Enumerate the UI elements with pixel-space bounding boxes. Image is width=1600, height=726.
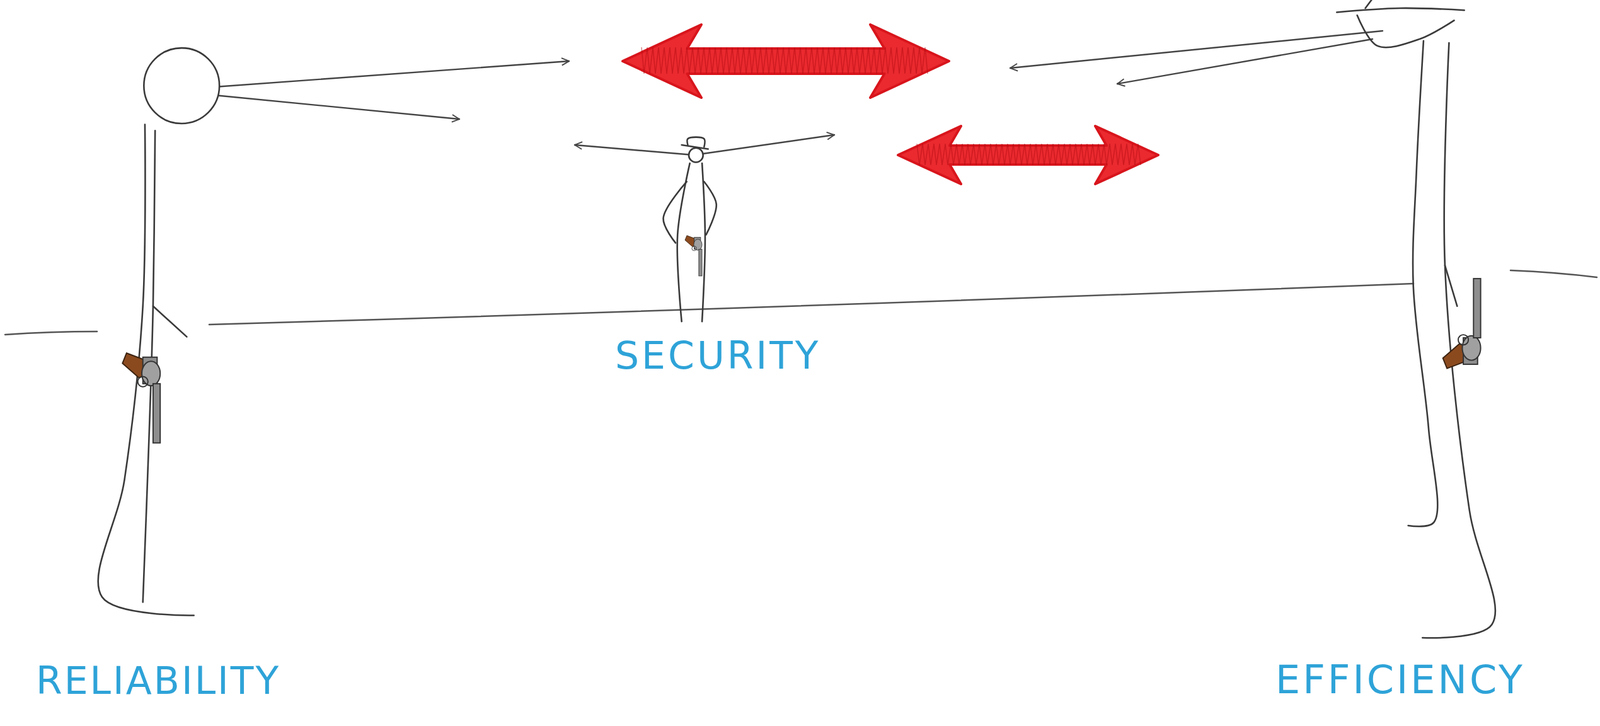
tension-arrow	[622, 24, 950, 98]
figure-stroke	[687, 137, 706, 148]
tension-arrows	[622, 24, 1159, 185]
gaze-arrow	[1010, 30, 1383, 69]
stick-figure	[1260, 0, 1595, 713]
figure-stroke	[663, 181, 687, 243]
gaze-arrow	[214, 61, 570, 87]
figure-label: EFFICIENCY	[1275, 660, 1526, 700]
revolver	[122, 352, 161, 443]
cowboy-figure: EFFICIENCY	[1260, 0, 1595, 713]
figure-stroke	[1444, 265, 1457, 307]
tension-arrow	[897, 126, 1159, 185]
figure-head	[143, 47, 220, 124]
revolver	[684, 235, 703, 277]
figure-stroke	[153, 306, 187, 338]
trigger-guard	[138, 376, 149, 387]
figure-stroke	[98, 124, 195, 616]
revolver-cylinder	[693, 239, 703, 251]
figure-stroke	[702, 163, 706, 322]
gaze-arrow	[1117, 39, 1373, 84]
figure-stroke	[1336, 8, 1464, 13]
tension-arrow-shape	[897, 126, 1159, 185]
stick-figure	[25, 37, 353, 713]
gaze-arrow	[214, 95, 460, 120]
gaze-arrow	[693, 134, 835, 156]
revolver-cylinder	[1461, 335, 1481, 361]
revolver-cylinder	[141, 361, 161, 386]
scribble-fill	[641, 47, 928, 74]
cowboy-figure: RELIABILITY	[25, 37, 353, 713]
figure-stroke	[1357, 15, 1455, 48]
scribble-fill	[916, 143, 1141, 166]
trigger-guard	[691, 245, 697, 251]
figure-label: SECURITY	[615, 336, 822, 375]
figure-label: RELIABILITY	[35, 661, 281, 700]
revolver-barrel	[153, 383, 161, 444]
cowboy-figure: SECURITY	[604, 126, 870, 379]
revolver-barrel	[1473, 278, 1481, 338]
figure-head	[688, 148, 704, 163]
figure-stroke	[1408, 40, 1439, 527]
revolver-barrel	[698, 249, 703, 277]
tension-arrow-shape	[622, 24, 950, 98]
figure-stroke	[703, 181, 717, 235]
horizon-line	[5, 270, 1597, 335]
trigger-guard	[1458, 334, 1469, 345]
figure-drawing	[663, 137, 717, 322]
figure-drawing	[1336, 0, 1496, 638]
revolver	[1443, 278, 1481, 369]
figure-drawing	[98, 47, 220, 616]
figure-stroke	[1365, 0, 1372, 9]
figure-stroke	[1422, 42, 1496, 638]
gaze-arrow	[574, 144, 694, 156]
